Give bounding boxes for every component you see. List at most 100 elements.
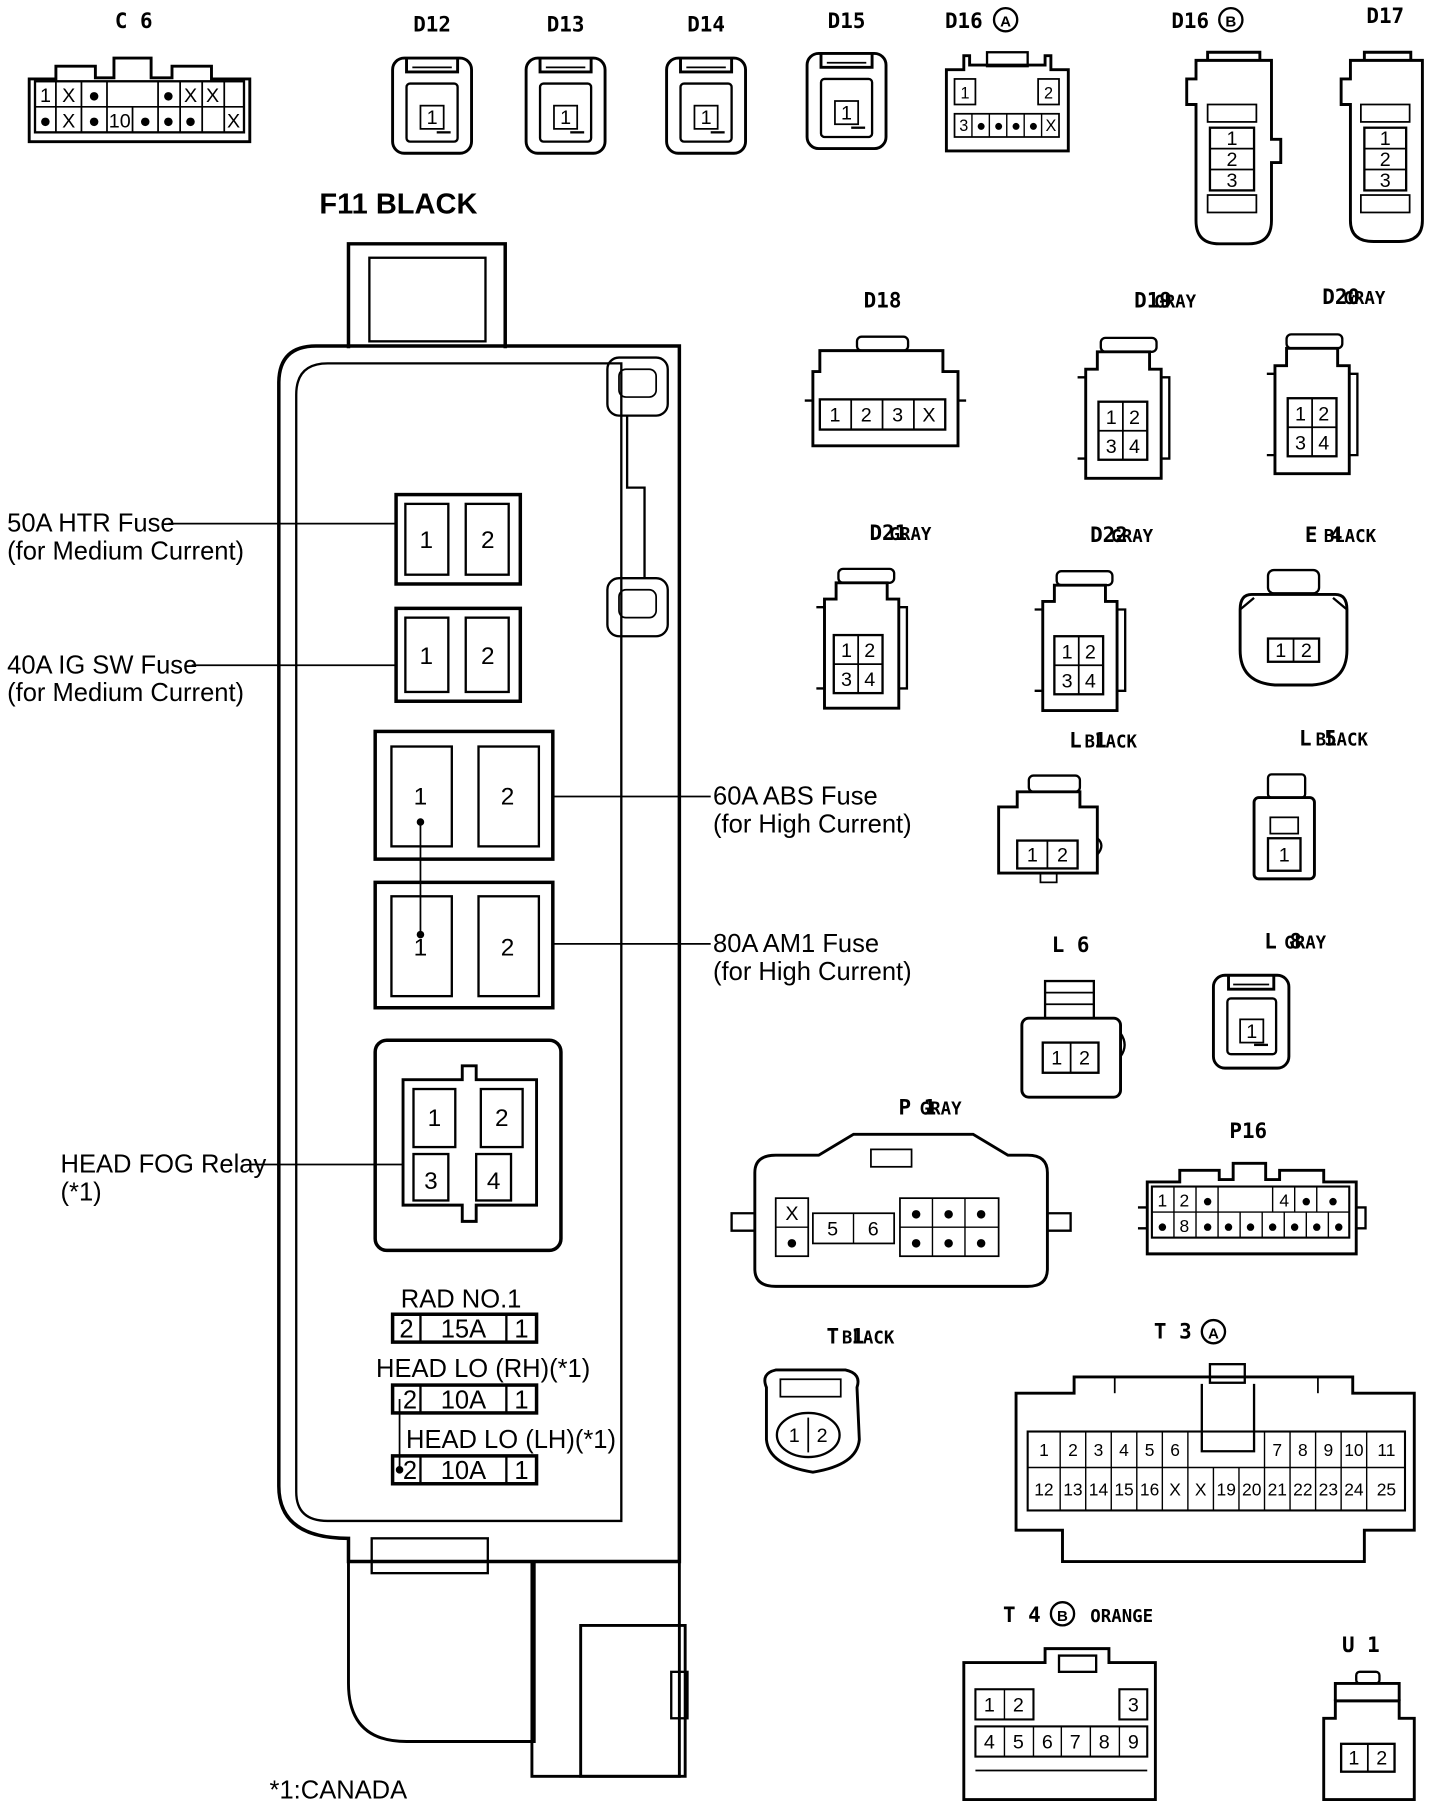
rad-fuse-pin-2: 2 [399, 1315, 413, 1343]
head-lo-lh-label: HEAD LO (LH)(*1) [406, 1426, 616, 1454]
rad-fuse-label: RAD NO.1 [401, 1285, 522, 1313]
abs-fuse-label: 60A ABS Fuse [713, 783, 878, 811]
connector-d22-label: D22 [1090, 523, 1128, 547]
d20-pin-3: 3 [1295, 432, 1306, 454]
connector-p16: P16 1 2 ● 4 ● ● ● 8 ● ● ● ● ● ● ● [1137, 1119, 1367, 1256]
d18-pin-3: 3 [892, 404, 903, 426]
abs-fuse-pin-1: 1 [414, 784, 428, 811]
p16-pin-13: ● [1289, 1216, 1300, 1236]
d21-pin-4: 4 [864, 669, 875, 691]
igsw-fuse-pin-2: 2 [481, 643, 495, 670]
t3a-pin-3: 3 [1094, 1440, 1104, 1460]
p16-pin-1: 1 [1157, 1190, 1167, 1210]
connector-t3a: T 3 A 1 2 3 4 5 6 7 8 9 10 11 12 13 14 1… [1014, 1318, 1416, 1563]
connector-c6: C 6 1 X ● ● X X ● X ● 10 ● ● ● X [27, 9, 252, 144]
t4b-pin-2: 2 [1013, 1694, 1024, 1716]
p16-pin-11: ● [1245, 1216, 1256, 1236]
htr-fuse-label: 50A HTR Fuse [7, 510, 174, 538]
connector-d18-label: D18 [864, 289, 902, 313]
rad-fuse-pin-1: 1 [514, 1315, 528, 1343]
t4b-badge: B [1057, 1608, 1068, 1625]
t3a-pin-24: 24 [1344, 1479, 1364, 1499]
c6-pin-r2-1: ● [39, 111, 51, 133]
d19-pin-3: 3 [1106, 436, 1117, 458]
head-lo-lh-pin-1: 1 [514, 1457, 528, 1485]
t3a-pin-14: 14 [1089, 1479, 1109, 1499]
d19-pin-4: 4 [1129, 436, 1140, 458]
p1-pin-5: 5 [827, 1218, 838, 1240]
d20-pin-1: 1 [1295, 403, 1306, 425]
t4b-pin-8: 8 [1099, 1731, 1110, 1753]
l8-color: GRAY [1284, 934, 1326, 954]
connector-t3a-label: T 3 [1154, 1320, 1192, 1344]
d22-pin-3: 3 [1062, 670, 1073, 692]
connector-d17-label: D17 [1366, 4, 1404, 28]
t3a-pin-8: 8 [1298, 1440, 1308, 1460]
p16-pin-3: ● [1202, 1190, 1213, 1210]
t4b-pin-6: 6 [1042, 1731, 1053, 1753]
connector-d12: D12 1 [391, 12, 473, 155]
abs-fuse-sublabel: (for High Current) [713, 810, 912, 838]
am1-fuse-pin-1: 1 [414, 935, 428, 962]
connector-d19: D19 1 2 3 4 [1077, 289, 1172, 480]
htr-fuse-pin-2: 2 [481, 527, 495, 554]
connector-d15-label: D15 [828, 9, 866, 33]
head-lo-lh-pin-2: 2 [403, 1457, 417, 1485]
p1-pin-r1-2: ● [943, 1203, 955, 1225]
d22-pin-2: 2 [1085, 641, 1096, 663]
connector-e4: E 4 1 2 [1238, 523, 1349, 687]
t3a-pin-20: 20 [1242, 1479, 1261, 1499]
igsw-fuse-label: 40A IG SW Fuse [7, 651, 197, 679]
t3a-pin-7: 7 [1272, 1440, 1282, 1460]
d16b-pin-2: 2 [1227, 149, 1238, 171]
connector-d16b: D16 B 1 2 3 [1171, 6, 1283, 246]
t3a-pin-16: 16 [1140, 1479, 1159, 1499]
t3a-pin-25: 25 [1377, 1479, 1396, 1499]
c6-pin-r2-8: X [227, 111, 240, 133]
d20-pin-4: 4 [1318, 432, 1329, 454]
p16-pin-7: ● [1157, 1216, 1168, 1236]
connector-d19-label: D19 [1134, 289, 1172, 313]
e4-pin-2: 2 [1301, 640, 1312, 662]
fuse-box-title: F11 BLACK [319, 189, 477, 221]
c6-pin-r1-6: X [184, 85, 197, 107]
p16-pin-4: 4 [1279, 1190, 1289, 1210]
connector-l6: L 6 1 2 [1020, 933, 1126, 1099]
p1-pin-r1-1: ● [910, 1203, 922, 1225]
p16-pin-9: ● [1202, 1216, 1213, 1236]
connector-d22: D22 1 2 3 4 [1034, 523, 1128, 712]
connector-l1: L 1 1 2 [997, 729, 1107, 884]
d17-pin-2: 2 [1380, 149, 1391, 171]
fuse-box-f11: F11 BLACK 1 2 50A HTR Fuse (for Medium C… [7, 189, 912, 1805]
d19-color: GRAY [1154, 293, 1196, 313]
d19-pin-1: 1 [1106, 407, 1117, 429]
igsw-fuse-sublabel: (for Medium Current) [7, 679, 244, 707]
d16b-badge: B [1225, 14, 1236, 31]
footnote-canada: *1:CANADA [270, 1776, 408, 1804]
connector-d18: D18 1 2 3 X [804, 289, 967, 448]
t3a-pin-10: 10 [1344, 1440, 1363, 1460]
u1-pin-2: 2 [1376, 1748, 1387, 1770]
connector-p1-label: P 1 [899, 1096, 937, 1120]
d16a-pin-2: 2 [1044, 85, 1053, 103]
connector-l5-label: L 5 [1299, 726, 1337, 750]
fog-relay-pin-1: 1 [428, 1105, 442, 1132]
p16-pin-12: ● [1267, 1216, 1278, 1236]
t3a-pin-11: 11 [1377, 1440, 1395, 1460]
connector-d14: D14 1 [665, 12, 747, 155]
t1-pin-1: 1 [789, 1425, 800, 1447]
t3a-pin-17: X [1169, 1479, 1181, 1499]
p1-pin-6: 6 [868, 1218, 879, 1240]
d17-pin-1: 1 [1380, 128, 1391, 150]
connector-c6-label: C 6 [115, 9, 153, 33]
head-lo-rh-pin-2: 2 [403, 1386, 417, 1414]
d18-pin-1: 1 [829, 404, 840, 426]
d16a-pin-8: X [1045, 117, 1056, 135]
connector-d17: D17 1 2 3 [1339, 4, 1424, 243]
l1-pin-2: 2 [1057, 844, 1068, 866]
connector-l6-label: L 6 [1052, 933, 1090, 957]
l5-color: BLACK [1316, 730, 1369, 750]
t3a-pin-18: X [1195, 1479, 1207, 1499]
htr-fuse-pin-1: 1 [419, 527, 433, 554]
connector-e4-label: E 4 [1305, 523, 1343, 547]
